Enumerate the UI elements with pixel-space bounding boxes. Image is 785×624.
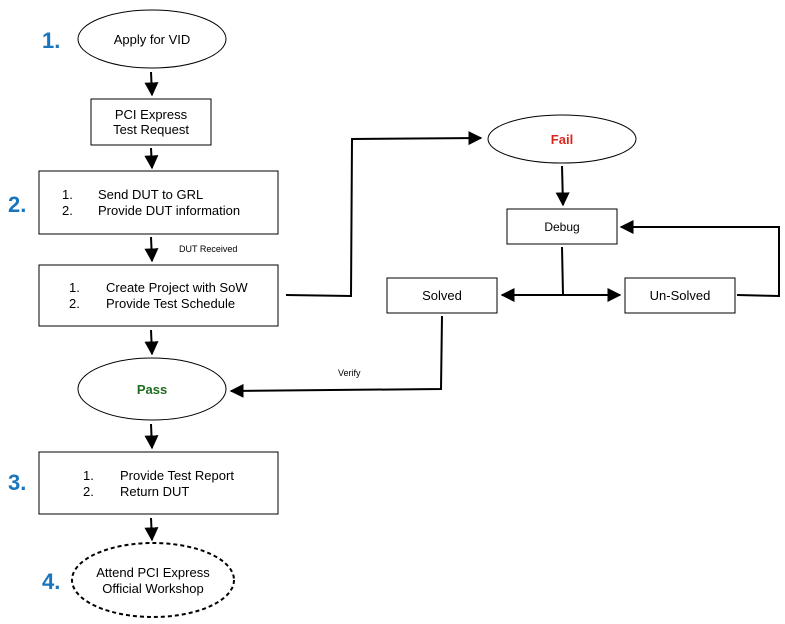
node-workshop-line-2: Official Workshop [102,581,203,596]
node-fail-shape [487,114,637,164]
line-debug-down [561,246,564,296]
node-pass: Pass [77,357,227,421]
node-apply-vid-label: Apply for VID [114,32,191,47]
node-test-report: 1. Provide Test Report 2. Return DUT [38,451,279,515]
node-workshop-shape [71,542,235,618]
node-fail: Fail [487,114,637,164]
arrow-report-to-workshop [144,517,159,542]
node-create-project-num-2: 2. [69,296,80,311]
node-test-request: PCI Express Test Request [90,98,212,146]
arrow-fail-to-debug [555,165,570,207]
node-test-request-line-2: Test Request [113,122,189,137]
node-create-project-num-1: 1. [69,280,80,295]
node-solved-shape [386,277,498,314]
node-create-project-shape [38,264,279,327]
step-number-1: 1. [42,28,60,53]
node-send-dut-shape [38,170,279,235]
arrow-solved-to-pass [229,315,443,398]
node-apply-vid: Apply for VID [77,9,227,69]
arrow-project-to-pass [144,329,159,356]
node-solved: Solved [386,277,498,314]
node-send-dut-text-2: Provide DUT information [98,203,240,218]
node-apply-vid-shape [77,9,227,69]
node-pass-label: Pass [137,382,167,397]
connectors [144,71,780,542]
node-unsolved-shape [624,277,736,314]
node-unsolved: Un-Solved [624,277,736,314]
node-fail-label: Fail [551,132,573,147]
arrow-vid-to-request [144,71,159,97]
node-pass-shape [77,357,227,421]
arrow-request-to-send-dut [144,147,159,170]
edge-label-dut-received: DUT Received [179,244,237,254]
node-send-dut-num-2: 2. [62,203,73,218]
node-create-project: 1. Create Project with SoW 2. Provide Te… [38,264,279,327]
node-unsolved-label: Un-Solved [650,288,711,303]
arrow-pass-to-report [144,423,159,450]
node-test-request-line-1: PCI Express [115,107,188,122]
node-debug-label: Debug [544,220,579,234]
node-create-project-text-1: Create Project with SoW [106,280,248,295]
node-send-dut: 1. Send DUT to GRL 2. Provide DUT inform… [38,170,279,235]
node-debug: Debug [506,208,618,245]
step-number-3: 3. [8,470,26,495]
edge-label-verify: Verify [338,368,361,378]
step-number-2: 2. [8,192,26,217]
node-send-dut-num-1: 1. [62,187,73,202]
node-test-report-text-1: Provide Test Report [120,468,234,483]
node-create-project-text-2: Provide Test Schedule [106,296,235,311]
node-debug-shape [506,208,618,245]
step-number-4: 4. [42,569,60,594]
arrow-unsolved-loop-to-debug [619,220,780,298]
node-test-request-shape [90,98,212,146]
node-workshop: Attend PCI Express Official Workshop [71,542,235,618]
node-test-report-text-2: Return DUT [120,484,189,499]
node-test-report-num-2: 2. [83,484,94,499]
node-send-dut-text-1: Send DUT to GRL [98,187,203,202]
node-workshop-line-1: Attend PCI Express [96,565,210,580]
arrow-send-dut-to-project [144,236,159,263]
arrow-project-to-fail [285,131,483,298]
node-solved-label: Solved [422,288,462,303]
node-test-report-num-1: 1. [83,468,94,483]
node-test-report-shape [38,451,279,515]
